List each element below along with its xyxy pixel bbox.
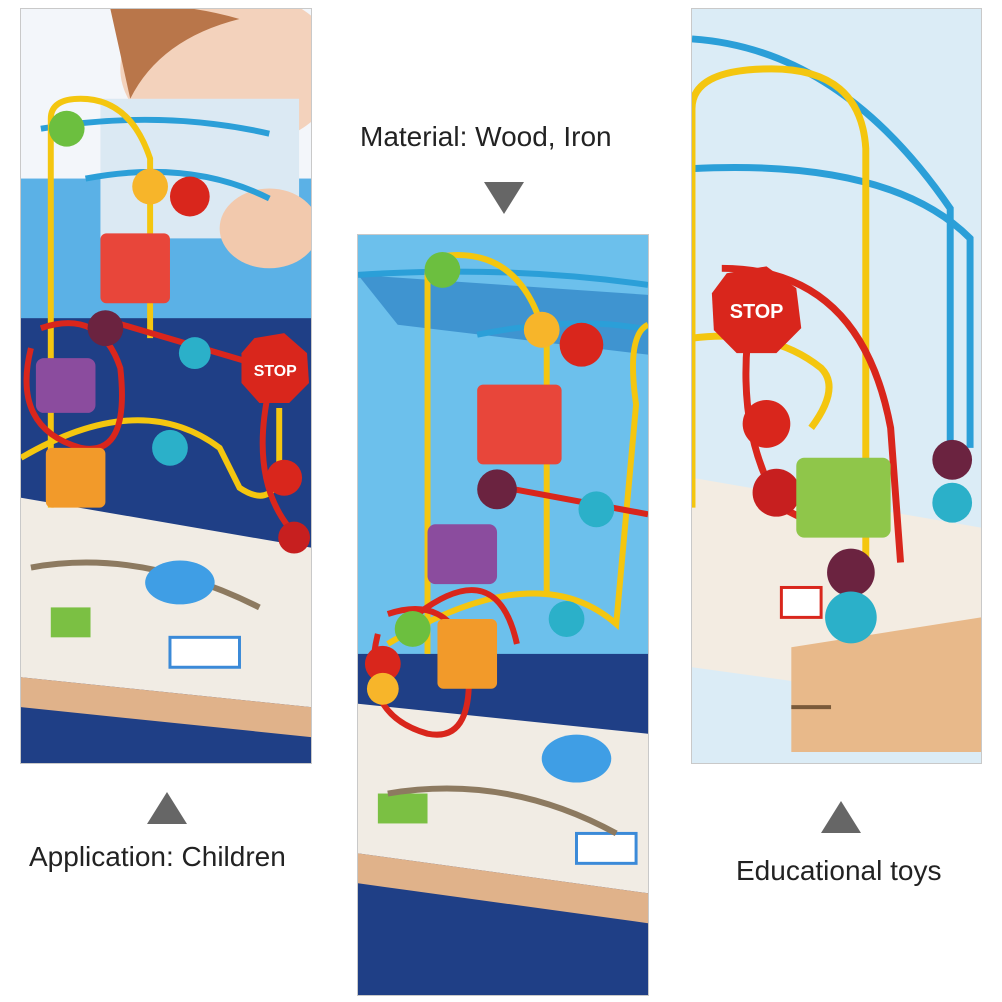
middle-photo-illustration [358, 235, 648, 995]
right-photo-illustration: STOP [692, 9, 981, 763]
down-arrow-icon [484, 182, 524, 214]
application-caption: Application: Children [29, 841, 286, 872]
right-product-photo: STOP [691, 8, 982, 764]
left-photo-illustration: STOP [21, 9, 311, 763]
middle-product-photo [357, 234, 649, 996]
material-caption: Material: Wood, Iron [360, 121, 612, 152]
educational-caption: Educational toys [736, 855, 942, 886]
up-arrow-icon [147, 792, 187, 824]
stop-sign-text-right: STOP [730, 301, 784, 323]
stop-sign-text-left: STOP [254, 363, 297, 380]
left-product-photo: STOP [20, 8, 312, 764]
up-arrow-icon [821, 801, 861, 833]
